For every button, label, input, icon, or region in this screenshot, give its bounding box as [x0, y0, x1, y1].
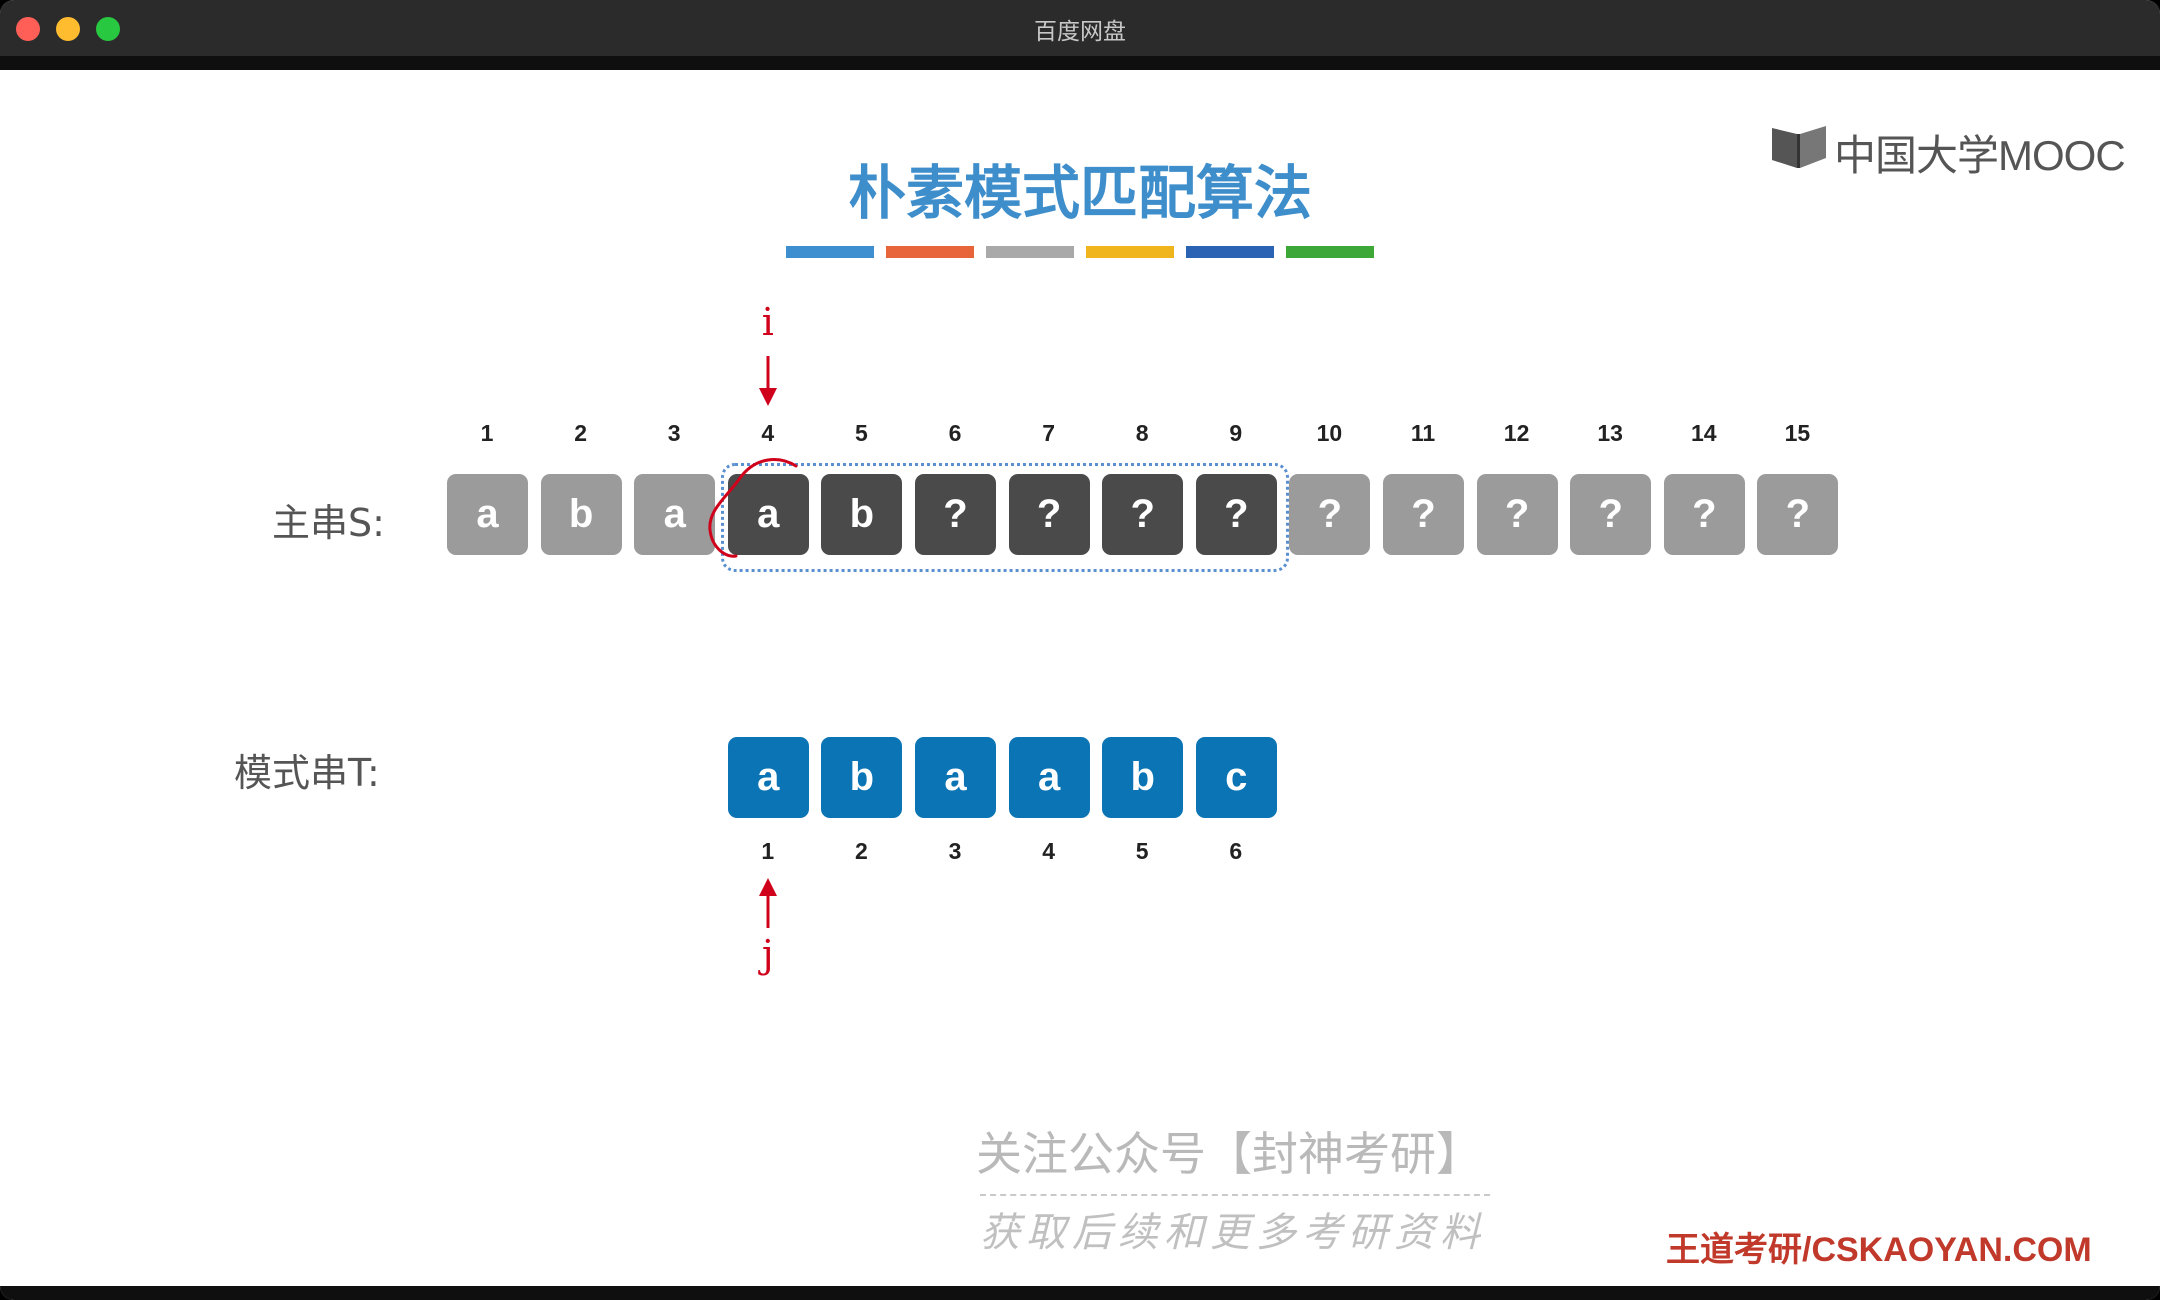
divider-bar: [986, 246, 1074, 258]
pattern-string-cell: c: [1195, 737, 1277, 818]
main-string-cell: ?: [1289, 474, 1371, 555]
pattern-index-label: 3: [948, 838, 962, 864]
main-string-cell: a: [727, 474, 809, 555]
main-index-label: 2: [574, 420, 587, 446]
main-index-label: 6: [948, 420, 962, 446]
main-index-label: 12: [1503, 420, 1530, 446]
divider-bar: [1286, 246, 1374, 258]
main-index-label: 14: [1691, 420, 1717, 446]
pattern-index-label: 6: [1229, 838, 1243, 864]
title-bar: 百度网盘: [0, 0, 2160, 56]
handwritten-annotation: [708, 458, 798, 558]
pattern-index-label: 1: [761, 838, 775, 864]
pointer-i-arrow: [758, 356, 777, 406]
pattern-string-cell: a: [1008, 737, 1090, 818]
main-string-cell: ?: [1102, 474, 1184, 555]
logo-text: 中国大学MOOC: [1834, 132, 2126, 179]
main-index-label: 8: [1135, 420, 1149, 446]
book-icon: [1772, 126, 1826, 168]
divider-bar: [1186, 246, 1274, 258]
pattern-index-label: 5: [1135, 838, 1149, 864]
bottom-bar: [0, 1286, 2160, 1300]
main-index-label: 11: [1410, 420, 1436, 446]
divider-bar: [886, 246, 974, 258]
pattern-string-cell: b: [821, 737, 903, 818]
pointer-j-arrow: [758, 878, 777, 928]
watermark-line-1: 关注公众号【封神考研】: [976, 1127, 1482, 1181]
main-index-label: 4: [761, 420, 775, 446]
pattern-index-label: 2: [854, 838, 868, 864]
main-index-label: 15: [1784, 420, 1811, 446]
main-string-cell: ?: [1663, 474, 1745, 555]
mooc-logo: 中国大学MOOC: [1770, 118, 2126, 179]
window-title: 百度网盘: [1034, 19, 1126, 45]
main-index-label: 3: [667, 420, 681, 446]
pattern-string-label: 模式串T:: [234, 751, 380, 795]
divider-bar: [786, 246, 874, 258]
comparison-window: [721, 463, 1289, 572]
pattern-string-cell: b: [1102, 737, 1184, 818]
main-index-label: 13: [1597, 420, 1623, 446]
pattern-index-label: 4: [1042, 838, 1055, 864]
main-index-label: 1: [480, 420, 494, 446]
title-bar-divider: [0, 56, 2160, 70]
pattern-string-cell: a: [915, 737, 996, 818]
watermark-divider: [980, 1194, 1490, 1196]
slide-title: 朴素模式匹配算法: [847, 159, 1312, 227]
main-string-cell: b: [540, 474, 622, 555]
main-string-cell: ?: [1008, 474, 1090, 555]
watermark-line-2: 获取后续和更多考研资料: [980, 1210, 1486, 1256]
main-string-cell: ?: [1757, 474, 1839, 555]
pointer-i-label: i: [761, 300, 774, 344]
main-string-cell: b: [821, 474, 903, 555]
main-string-cell: a: [634, 474, 716, 555]
main-string-cell: a: [447, 474, 528, 555]
main-index-label: 9: [1229, 420, 1243, 446]
brand-text: 王道考研/CSKAOYAN.COM: [1666, 1231, 2092, 1269]
main-string-cell: ?: [1570, 474, 1652, 555]
main-string-label: 主串S:: [272, 501, 385, 545]
pattern-string-cell: a: [727, 737, 809, 818]
main-string-cell: ?: [1383, 474, 1464, 555]
main-string-cell: ?: [1476, 474, 1558, 555]
main-index-label: 10: [1316, 420, 1343, 446]
maximize-window-button[interactable]: [96, 17, 120, 41]
main-index-label: 7: [1042, 420, 1055, 446]
close-window-button[interactable]: [16, 17, 40, 41]
minimize-window-button[interactable]: [56, 17, 80, 41]
main-string-cell: ?: [915, 474, 996, 555]
main-string-cell: ?: [1195, 474, 1277, 555]
divider-bar: [1086, 246, 1174, 258]
main-index-label: 5: [854, 420, 868, 446]
pointer-j-label: j: [761, 932, 774, 976]
